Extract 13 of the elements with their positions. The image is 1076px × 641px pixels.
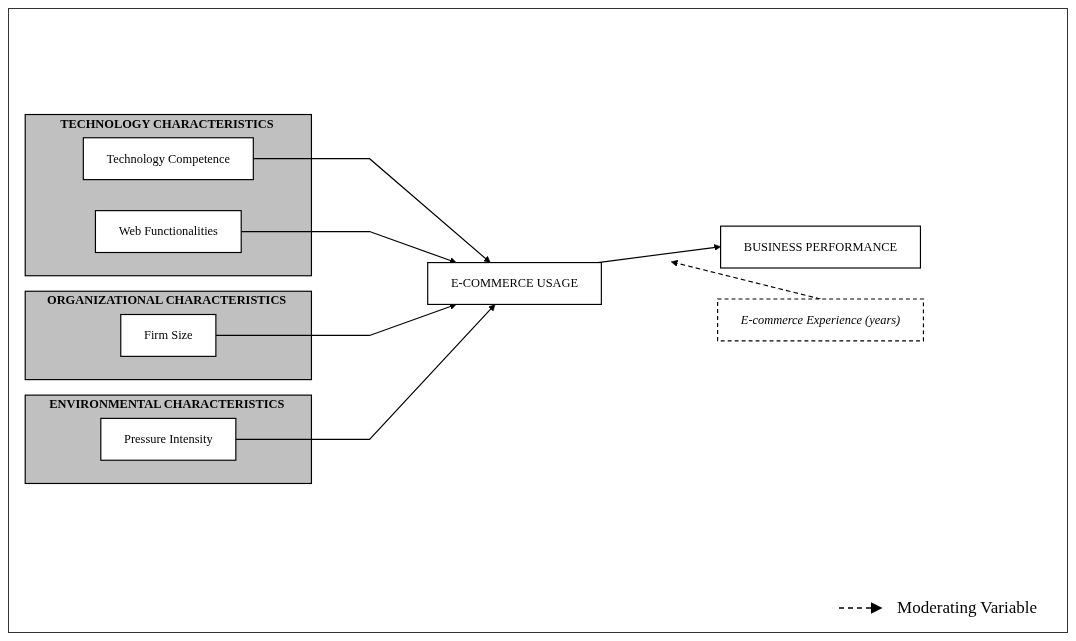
legend-text: Moderating Variable <box>897 598 1037 618</box>
node-label: Technology Competence <box>106 150 231 168</box>
group-title: ORGANIZATIONAL CHARACTERISTICS <box>47 292 287 309</box>
node-label: BUSINESS PERFORMANCE <box>743 239 898 256</box>
node-label: Pressure Intensity <box>124 431 213 448</box>
arrow <box>215 303 457 336</box>
arrow <box>235 304 496 440</box>
node-label: E-commerce Experience (years) <box>740 311 901 329</box>
group-title: TECHNOLOGY CHARACTERISTICS <box>60 115 274 132</box>
node-label: E-COMMERCE USAGE <box>450 275 579 292</box>
node-label: Web Functionalities <box>118 223 218 240</box>
group-title: ENVIRONMENTAL CHARACTERISTICS <box>49 396 285 413</box>
node-label: Firm Size <box>144 327 193 344</box>
